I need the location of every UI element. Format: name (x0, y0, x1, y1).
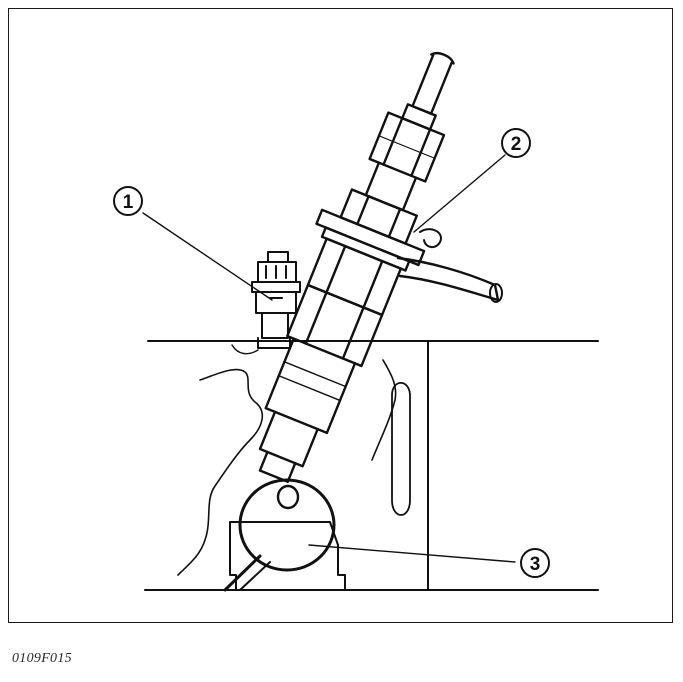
callout-3-leader (308, 544, 516, 563)
chamber-pocket (229, 521, 346, 591)
callout-3-number: 3 (530, 554, 541, 575)
callout-1-leader (142, 212, 273, 301)
leak-off-hose (396, 256, 500, 302)
callout-2-number: 2 (511, 134, 522, 155)
callout-2-leader (413, 154, 506, 233)
left-inner-contour (231, 344, 259, 355)
callout-2-circle (501, 128, 531, 158)
callout-3-circle (520, 548, 550, 578)
hose-clip (419, 228, 442, 248)
callout-1-number: 1 (123, 192, 134, 213)
callout-1-circle (113, 186, 143, 216)
hose-end (489, 283, 503, 303)
right-water-jacket (391, 381, 411, 516)
right-inner-contour (371, 359, 397, 461)
figure-code: 0109F015 (12, 651, 72, 666)
chamber-outlet (276, 484, 300, 510)
small-plug (251, 251, 301, 349)
chamber-passage-b (239, 561, 271, 591)
main-injector (258, 52, 455, 483)
figure-frame (8, 8, 673, 623)
chamber-passage-a (223, 554, 262, 592)
left-water-jacket (177, 368, 264, 576)
combustion-chamber-ball (238, 478, 336, 572)
